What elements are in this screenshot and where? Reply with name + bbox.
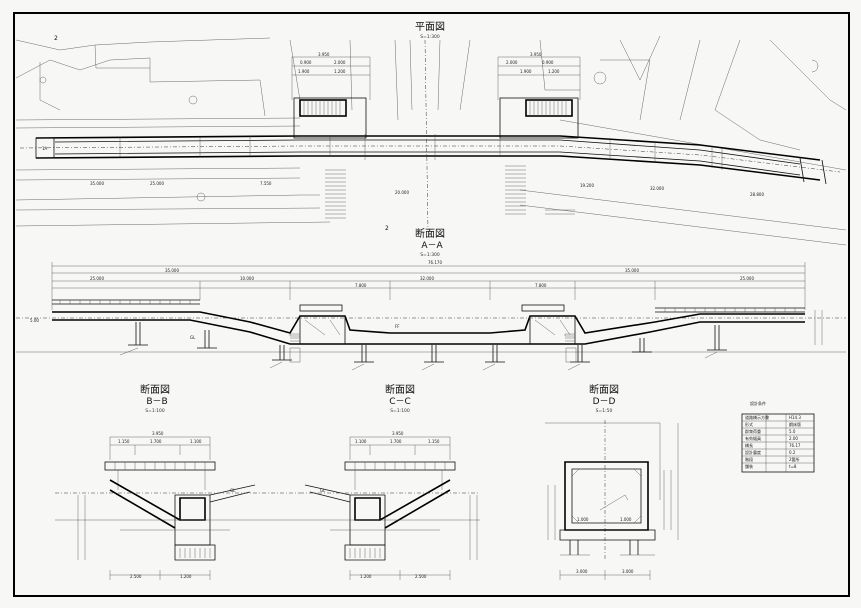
- plan-title: 平面図: [415, 21, 445, 33]
- svg-text:1.150: 1.150: [118, 439, 130, 444]
- section-aa-subtitle: A－A: [421, 241, 443, 251]
- svg-text:2.00: 2.00: [789, 436, 798, 441]
- section-bb-subtitle: B－B: [146, 397, 167, 407]
- svg-text:3.000: 3.000: [622, 569, 634, 574]
- svg-text:設計条件: 設計条件: [750, 400, 766, 406]
- svg-text:GL: GL: [320, 488, 326, 493]
- svg-text:1.000: 1.000: [577, 517, 589, 522]
- svg-text:76.170: 76.170: [428, 260, 442, 265]
- svg-text:32.000: 32.000: [420, 276, 434, 281]
- section-cc-scale: S=1:100: [390, 408, 410, 414]
- plan-scale: S=1:300: [420, 34, 440, 40]
- svg-text:GL: GL: [230, 488, 236, 493]
- svg-text:28.800: 28.800: [750, 192, 764, 197]
- svg-text:t=8: t=8: [789, 464, 797, 469]
- svg-text:形式: 形式: [745, 421, 753, 427]
- svg-text:7.800: 7.800: [535, 283, 547, 288]
- svg-text:1.000: 1.000: [620, 517, 632, 522]
- svg-text:76.17: 76.17: [789, 443, 801, 448]
- svg-text:1.200: 1.200: [360, 574, 372, 579]
- svg-text:20.000: 20.000: [395, 190, 409, 195]
- svg-text:道路橋示方書: 道路橋示方書: [745, 414, 769, 420]
- svg-text:10.000: 10.000: [240, 276, 254, 281]
- svg-text:2.500: 2.500: [415, 574, 427, 579]
- svg-text:設計震度: 設計震度: [745, 449, 761, 455]
- svg-text:舗装: 舗装: [745, 463, 753, 469]
- svg-text:5.0: 5.0: [789, 429, 796, 434]
- svg-text:1.200: 1.200: [334, 69, 346, 74]
- svg-text:1.200: 1.200: [180, 574, 192, 579]
- svg-text:2.000: 2.000: [506, 60, 518, 65]
- svg-text:1.200: 1.200: [548, 69, 560, 74]
- section-aa-title: 断面図: [415, 227, 445, 240]
- svg-text:階段: 階段: [745, 456, 753, 462]
- svg-text:鋼床版: 鋼床版: [789, 421, 801, 427]
- svg-text:3.950: 3.950: [152, 431, 164, 436]
- svg-text:FF: FF: [395, 324, 400, 329]
- svg-text:0.900: 0.900: [300, 60, 312, 65]
- svg-text:1.700: 1.700: [150, 439, 162, 444]
- section-dd-view: 断面図 D－D S=1:50 3.000 3.000 1.000 1.000: [545, 383, 679, 580]
- svg-text:1.150: 1.150: [428, 439, 440, 444]
- svg-text:35.000: 35.000: [165, 268, 179, 273]
- section-dd-title: 断面図: [589, 383, 619, 396]
- svg-text:25.000: 25.000: [90, 276, 104, 281]
- svg-text:3.950: 3.950: [318, 52, 330, 57]
- svg-text:19.200: 19.200: [580, 183, 594, 188]
- svg-text:1.100: 1.100: [190, 439, 202, 444]
- plan-view: 平面図 S=1:300: [15, 21, 847, 246]
- svg-text:3.950: 3.950: [530, 52, 542, 57]
- svg-text:35.000: 35.000: [90, 181, 104, 186]
- svg-text:32.000: 32.000: [650, 186, 664, 191]
- svg-text:1.900: 1.900: [298, 69, 310, 74]
- svg-text:2.500: 2.500: [130, 574, 142, 579]
- svg-text:0.900: 0.900: [542, 60, 554, 65]
- section-cc-subtitle: C－C: [389, 397, 411, 407]
- svg-text:25.000: 25.000: [740, 276, 754, 281]
- sheet-border: [13, 12, 850, 597]
- svg-text:1A: 1A: [42, 146, 48, 151]
- section-dd-scale: S=1:50: [596, 408, 613, 414]
- svg-text:1.700: 1.700: [390, 439, 402, 444]
- svg-text:橋長: 橋長: [745, 442, 753, 448]
- svg-text:群衆荷重: 群衆荷重: [745, 428, 761, 434]
- section-aa-scale: S=1:300: [420, 252, 440, 258]
- svg-text:5.00: 5.00: [30, 318, 39, 323]
- svg-text:GL: GL: [190, 335, 196, 340]
- svg-text:7.800: 7.800: [355, 283, 367, 288]
- section-bb-scale: S=1:100: [145, 408, 165, 414]
- svg-text:25.000: 25.000: [150, 181, 164, 186]
- section-dd-subtitle: D－D: [593, 397, 616, 407]
- section-cc-title: 断面図: [385, 383, 415, 396]
- notes-table: 設計条件 道路橋示方書 H14.3 形式 鋼床版 群衆荷重 5.0 有効幅員 2.00…: [741, 400, 815, 473]
- svg-text:2箇所: 2箇所: [789, 456, 800, 462]
- svg-text:3.000: 3.000: [576, 569, 588, 574]
- section-bb-title: 断面図: [140, 383, 170, 396]
- svg-text:2: 2: [385, 225, 389, 232]
- svg-text:2.000: 2.000: [334, 60, 346, 65]
- svg-text:3.950: 3.950: [392, 431, 404, 436]
- svg-text:有効幅員: 有効幅員: [745, 435, 761, 441]
- svg-text:2: 2: [54, 35, 58, 42]
- svg-text:1.900: 1.900: [520, 69, 532, 74]
- section-cc-view: 断面図 C－C S=1:100 3.950 1.100 1.700 1.150 1.…: [300, 383, 480, 580]
- section-bb-view: 断面図 B－B S=1:100 3.950 1.150 1.700 1.100 2.…: [55, 383, 300, 580]
- svg-text:H14.3: H14.3: [789, 415, 801, 420]
- svg-text:1.100: 1.100: [355, 439, 367, 444]
- svg-text:0.2: 0.2: [789, 450, 796, 455]
- svg-text:35.000: 35.000: [625, 268, 639, 273]
- svg-text:7.550: 7.550: [260, 181, 272, 186]
